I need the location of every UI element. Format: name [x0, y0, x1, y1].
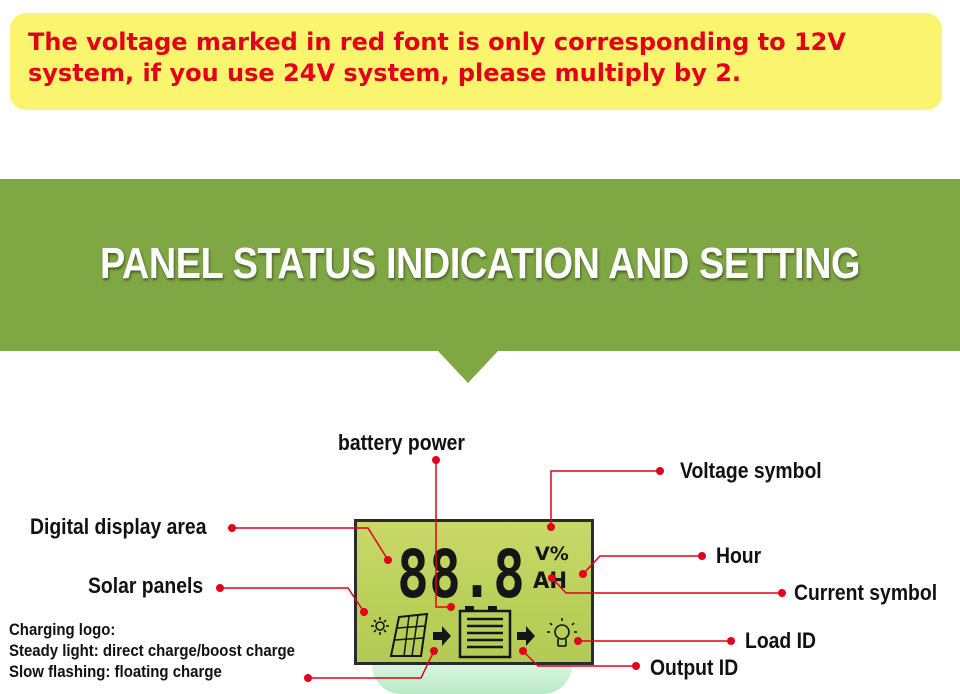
leader-dot: [430, 647, 438, 655]
label-slow-flashing: Slow flashing: floating charge: [9, 662, 222, 681]
light-bulb-icon: [547, 618, 577, 647]
leader-charging-logo: [308, 650, 435, 679]
label-voltage-symbol: Voltage symbol: [680, 458, 822, 483]
label-output-id: Output ID: [650, 655, 739, 680]
label-steady-light: Steady light: direct charge/boost charge: [9, 641, 295, 660]
leader-dot: [384, 556, 392, 564]
leader-dot: [579, 570, 587, 578]
leader-dot: [432, 456, 440, 464]
notice-line-2: system, if you use 24V system, please mu…: [28, 59, 742, 87]
section-banner: [0, 179, 960, 351]
leader-dot: [548, 574, 556, 582]
leader-dot: [519, 647, 527, 655]
leader-dot: [656, 467, 664, 475]
leader-voltage-symbol: [550, 470, 660, 527]
leader-dot: [727, 637, 735, 645]
lcd-graphics: 88.8 V% AH: [371, 536, 577, 659]
leader-dot: [574, 637, 582, 645]
banner-title: PANEL STATUS INDICATION AND SETTING: [100, 239, 860, 288]
label-current-symbol: Current symbol: [794, 580, 938, 605]
banner-arrow: [438, 351, 498, 383]
lcd-unit-amp-hour: AH: [533, 569, 567, 594]
label-battery-power: battery power: [338, 430, 465, 455]
leader-digital-display: [232, 527, 389, 561]
leader-dot: [216, 584, 224, 592]
solar-panel-icon: [389, 612, 429, 657]
leader-dot: [698, 552, 706, 560]
leader-hour: [582, 555, 702, 575]
notice-line-1: The voltage marked in red font is only c…: [28, 28, 846, 56]
label-load-id: Load ID: [745, 628, 816, 653]
sun-icon: [371, 617, 389, 635]
battery-icon: [458, 606, 512, 659]
leader-dot: [360, 608, 368, 616]
leader-dot: [778, 589, 786, 597]
lcd-display: 88.8 V% AH: [354, 519, 594, 665]
leader-output-id: [522, 650, 636, 667]
lcd-digits: 88.8: [397, 536, 525, 613]
output-arrow-icon: [517, 626, 535, 646]
leader-battery-power: [435, 460, 451, 608]
leader-dot: [447, 603, 455, 611]
leader-dot: [304, 674, 312, 682]
leader-dot: [547, 523, 555, 531]
leader-dot: [228, 524, 236, 532]
leader-dot: [632, 662, 640, 670]
leader-solar-panels: [220, 587, 365, 613]
controller-glow: [372, 665, 572, 694]
label-digital-display-area: Digital display area: [30, 514, 207, 539]
label-charging-logo: Charging logo:: [9, 620, 116, 639]
charge-arrow-icon: [433, 626, 451, 646]
leader-current-symbol: [551, 577, 782, 594]
label-solar-panels: Solar panels: [88, 573, 204, 598]
label-hour: Hour: [716, 543, 762, 568]
voltage-notice: The voltage marked in red font is only c…: [10, 13, 942, 110]
lcd-unit-voltage: V%: [535, 543, 569, 565]
